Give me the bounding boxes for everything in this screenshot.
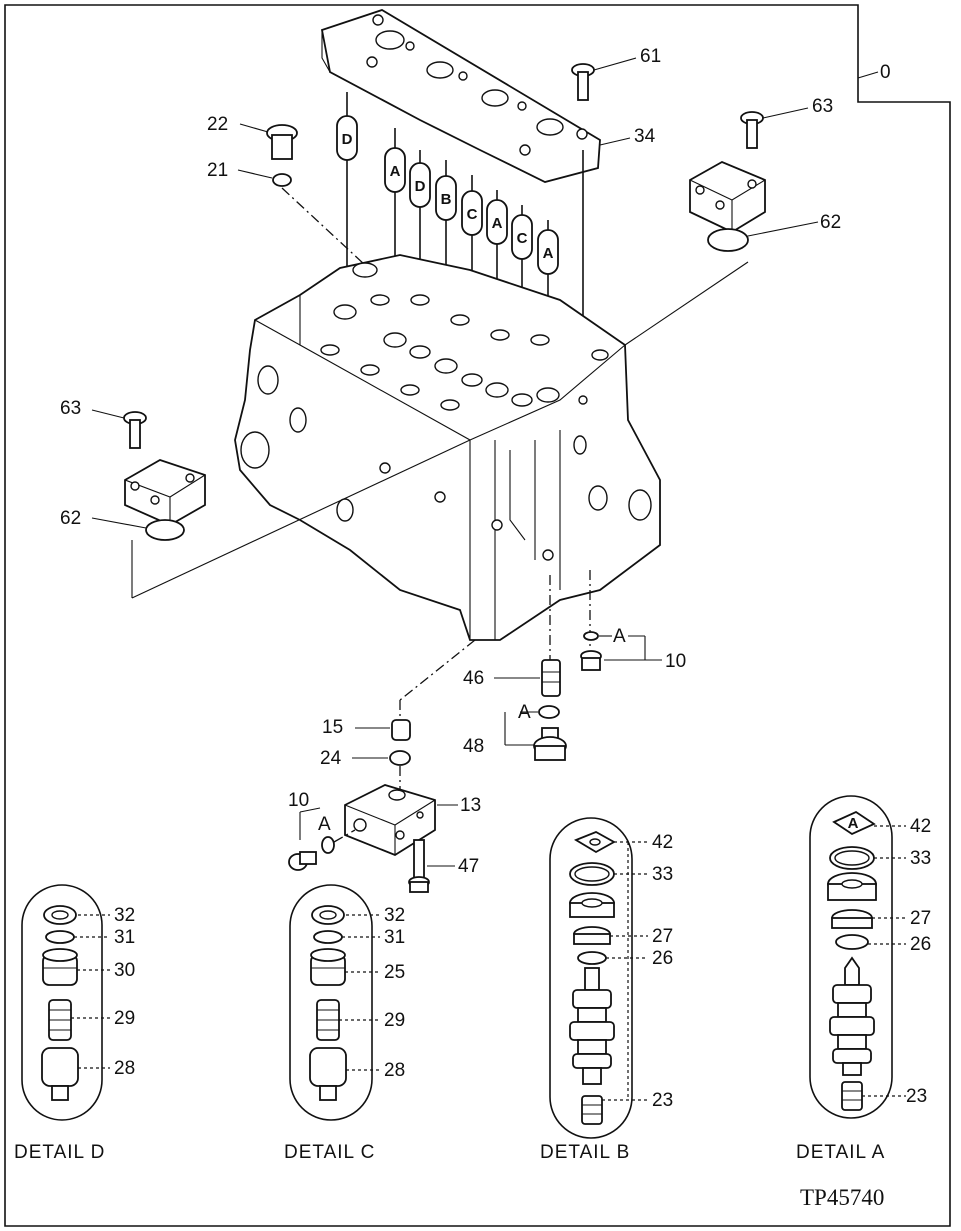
oring-a-right bbox=[583, 631, 612, 641]
plug-10-right bbox=[580, 650, 602, 671]
callout-48: 48 bbox=[463, 736, 484, 757]
callout-34: 34 bbox=[634, 126, 656, 147]
callout-47: 47 bbox=[458, 856, 479, 877]
callout-10-right: 10 bbox=[665, 651, 686, 672]
callout-15: 15 bbox=[322, 717, 343, 738]
oring-a-48 bbox=[538, 705, 560, 719]
oring-21 bbox=[237, 169, 366, 266]
detail-c-callout-25: 25 bbox=[384, 962, 405, 983]
flag-c-1: C bbox=[461, 190, 483, 236]
detail-d-group bbox=[21, 884, 110, 1121]
plug-22 bbox=[239, 123, 298, 160]
detail-b-callout-42: 42 bbox=[652, 832, 673, 853]
oring-24 bbox=[352, 750, 411, 766]
svg-text:D: D bbox=[415, 178, 426, 195]
svg-text:A: A bbox=[848, 815, 859, 832]
block-13 bbox=[344, 784, 458, 857]
frame-label: 0 bbox=[880, 62, 891, 83]
callout-22: 22 bbox=[207, 114, 228, 135]
ref-a-right: A bbox=[613, 626, 626, 647]
callout-62-right: 62 bbox=[820, 212, 841, 233]
detail-c-callout-29: 29 bbox=[384, 1010, 405, 1031]
callout-63-left: 63 bbox=[60, 398, 81, 419]
bolt-47 bbox=[408, 839, 455, 893]
plug-15 bbox=[355, 719, 411, 741]
valve-46 bbox=[494, 659, 561, 697]
callout-62-left: 62 bbox=[60, 508, 81, 529]
valve-body bbox=[234, 254, 661, 641]
detail-d-callout-30: 30 bbox=[114, 960, 135, 981]
svg-text:C: C bbox=[467, 206, 478, 223]
callout-10-left: 10 bbox=[288, 790, 309, 811]
oring-62-right bbox=[707, 221, 819, 252]
detail-a-callout-33: 33 bbox=[910, 848, 931, 869]
detail-d-caption: DETAIL D bbox=[14, 1142, 105, 1163]
detail-a-callout-23: 23 bbox=[906, 1086, 927, 1107]
detail-a-caption: DETAIL A bbox=[796, 1142, 885, 1163]
detail-b-group bbox=[549, 817, 648, 1139]
callout-21: 21 bbox=[207, 160, 228, 181]
bolt-61 bbox=[571, 57, 637, 101]
flag-d-2: D bbox=[409, 162, 431, 208]
flag-a-1: A bbox=[384, 147, 406, 193]
detail-a-callout-42: 42 bbox=[910, 816, 931, 837]
flag-a-3: A bbox=[537, 229, 559, 275]
bolt-63-right bbox=[740, 107, 809, 149]
detail-c-group bbox=[289, 884, 380, 1121]
detail-b-callout-23: 23 bbox=[652, 1090, 673, 1111]
callout-24: 24 bbox=[320, 748, 342, 769]
side-cover-left bbox=[124, 459, 206, 527]
detail-b-callout-26: 26 bbox=[652, 948, 673, 969]
detail-b-caption: DETAIL B bbox=[540, 1142, 630, 1163]
plug-10-left bbox=[288, 851, 317, 871]
svg-text:D: D bbox=[342, 131, 353, 148]
svg-text:A: A bbox=[492, 215, 503, 232]
detail-c-callout-28: 28 bbox=[384, 1060, 405, 1081]
callout-13: 13 bbox=[460, 795, 481, 816]
detail-d-callout-28: 28 bbox=[114, 1058, 135, 1079]
svg-text:C: C bbox=[517, 230, 528, 247]
flag-a-2: A bbox=[486, 199, 508, 245]
frame-border bbox=[4, 4, 951, 1227]
figure-code: TP45740 bbox=[800, 1185, 884, 1210]
detail-b-callout-27: 27 bbox=[652, 926, 673, 947]
detail-c-callout-31: 31 bbox=[384, 927, 405, 948]
detail-b-callout-33: 33 bbox=[652, 864, 673, 885]
callout-63-right: 63 bbox=[812, 96, 833, 117]
oring-a-13 bbox=[321, 836, 335, 854]
oring-62-left bbox=[91, 517, 185, 541]
side-cover-right bbox=[689, 161, 766, 234]
top-cover-34 bbox=[320, 9, 601, 183]
callout-46: 46 bbox=[463, 668, 484, 689]
svg-text:B: B bbox=[441, 191, 452, 208]
detail-d-callout-31: 31 bbox=[114, 927, 135, 948]
detail-a-callout-27: 27 bbox=[910, 908, 931, 929]
plug-48 bbox=[533, 727, 567, 761]
ref-a-48: A bbox=[518, 702, 531, 723]
bolt-63-left bbox=[91, 409, 147, 449]
callout-61: 61 bbox=[640, 46, 661, 67]
detail-a-group: A bbox=[809, 795, 906, 1119]
ref-a-13: A bbox=[318, 814, 331, 835]
flag-c-2: C bbox=[511, 214, 533, 260]
detail-d-callout-29: 29 bbox=[114, 1008, 135, 1029]
detail-c-callout-32: 32 bbox=[384, 905, 405, 926]
detail-d-callout-32: 32 bbox=[114, 905, 135, 926]
flag-b-1: B bbox=[435, 175, 457, 221]
svg-text:A: A bbox=[543, 245, 554, 262]
svg-text:A: A bbox=[390, 163, 401, 180]
detail-c-caption: DETAIL C bbox=[284, 1142, 375, 1163]
flag-d-1: D bbox=[336, 115, 358, 161]
detail-a-callout-26: 26 bbox=[910, 934, 931, 955]
